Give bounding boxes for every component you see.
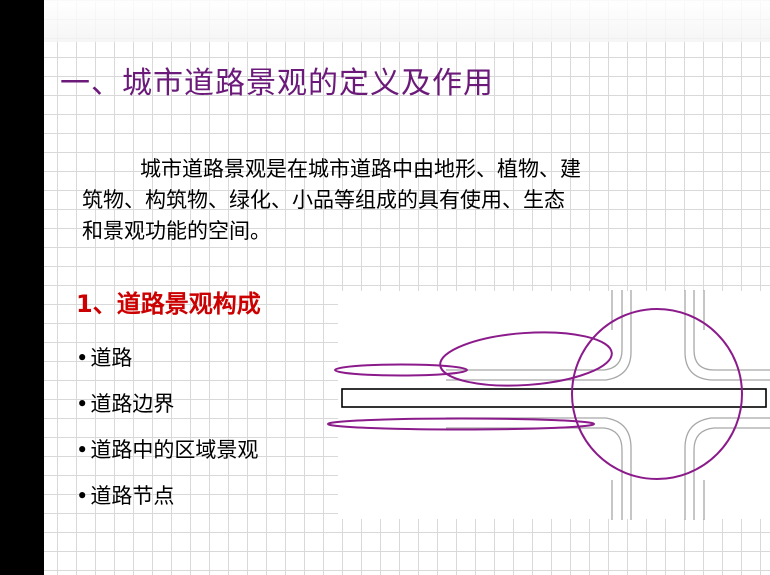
bullet-icon: •: [76, 438, 89, 462]
bullet-icon: •: [76, 346, 89, 370]
road-edges: [446, 290, 770, 520]
highlight-ellipse-left: [334, 363, 468, 377]
list-item: •道路边界: [76, 392, 175, 416]
bullet-icon: •: [76, 484, 89, 508]
highlight-ellipse-bottom: [327, 417, 595, 431]
road-intersection-diagram: [327, 290, 770, 520]
paragraph-line-3: 和景观功能的空间。: [82, 219, 271, 243]
highlight-marks: [327, 308, 743, 480]
median-strip: [341, 388, 767, 408]
slide-title: 一、城市道路景观的定义及作用: [60, 66, 494, 101]
road-diagram-background: [338, 291, 770, 519]
list-item: •道路: [76, 346, 133, 370]
highlight-ellipse-top: [439, 331, 613, 387]
left-sidebar-bar: [0, 0, 44, 575]
definition-paragraph: 城市道路景观是在城市道路中由地形、植物、建 筑物、构筑物、绿化、小品等组成的具有…: [82, 154, 692, 247]
component-list: •道路 •道路边界 •道路中的区域景观 •道路节点: [76, 335, 258, 519]
list-item: •道路中的区域景观: [76, 438, 259, 462]
bullet-icon: •: [76, 392, 89, 416]
section-heading: 1、道路景观构成: [76, 290, 261, 318]
header-band: [44, 0, 770, 42]
paragraph-line-1: 城市道路景观是在城市道路中由地形、植物、建: [140, 157, 581, 181]
highlight-circle-node: [571, 308, 743, 480]
list-item: •道路节点: [76, 484, 175, 508]
paragraph-line-2: 筑物、构筑物、绿化、小品等组成的具有使用、生态: [82, 188, 565, 212]
